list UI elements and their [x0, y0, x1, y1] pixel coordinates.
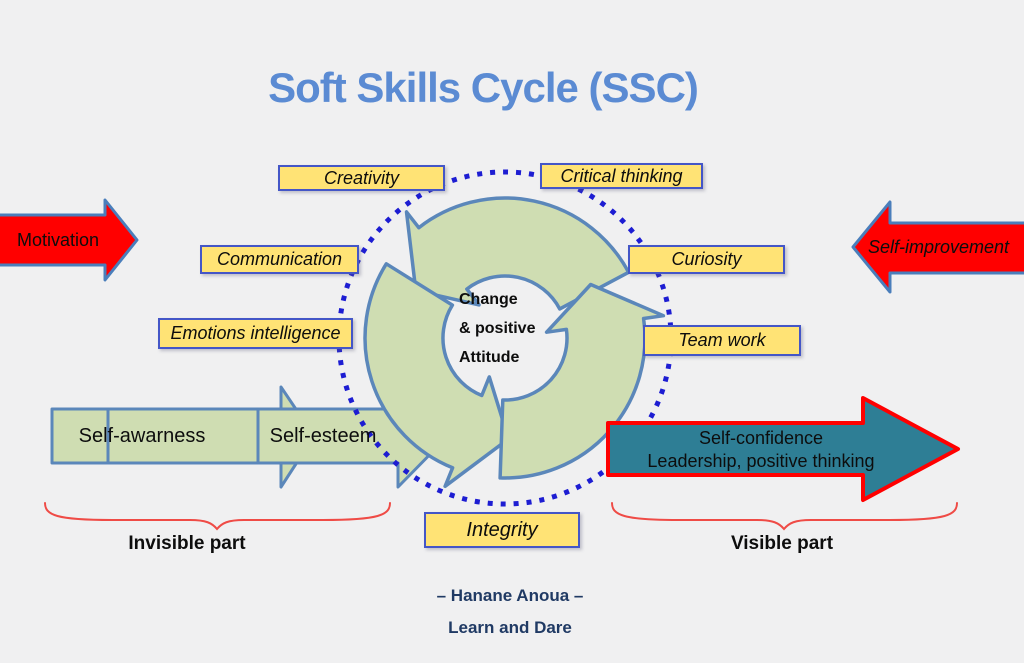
visible-part-label: Visible part: [730, 533, 834, 554]
label-critical-thinking: Critical thinking: [540, 163, 703, 189]
invisible-part-label: Invisible part: [128, 533, 246, 554]
label-creativity: Creativity: [278, 165, 445, 191]
page-title: Soft Skills Cycle (SSC): [268, 64, 699, 111]
visible-part-brace: [611, 502, 958, 531]
cycle-segment-right: [498, 282, 666, 480]
self-confidence-arrow-label: Self-confidence Leadership, positive thi…: [630, 427, 892, 473]
label-curiosity: Curiosity: [628, 245, 785, 274]
label-emotions-intelligence: Emotions intelligence: [158, 318, 353, 349]
self-confidence-line-1: Self-confidence: [698, 428, 824, 448]
invisible-part-brace: [44, 502, 391, 531]
label-team-work: Team work: [643, 325, 801, 356]
cycle-segment-left: [363, 262, 511, 489]
motivation-arrow-label: Motivation: [16, 230, 100, 250]
self-esteem-arrow-label: Self-esteem: [269, 425, 377, 447]
center-line-1: Change: [459, 291, 518, 308]
tagline: Learn and Dare: [448, 618, 572, 637]
center-line-2: & positive: [459, 320, 536, 337]
cycle-center-text: Change & positive Attitude: [459, 291, 599, 378]
self-awareness-arrow-label: Self-awarness: [78, 425, 206, 447]
self-improvement-arrow-shape: [851, 200, 1024, 294]
motivation-arrow-shape: [0, 198, 139, 282]
label-communication: Communication: [200, 245, 359, 274]
center-line-3: Attitude: [459, 349, 520, 366]
label-integrity: Integrity: [424, 512, 580, 548]
self-improvement-arrow-label: Self-improvement: [867, 237, 1010, 257]
cycle-segment-top: [404, 196, 631, 311]
self-confidence-arrow-shape: [606, 396, 960, 502]
author-credit: – Hanane Anoua –: [436, 586, 584, 605]
self-confidence-line-2: Leadership, positive thinking: [647, 451, 875, 471]
